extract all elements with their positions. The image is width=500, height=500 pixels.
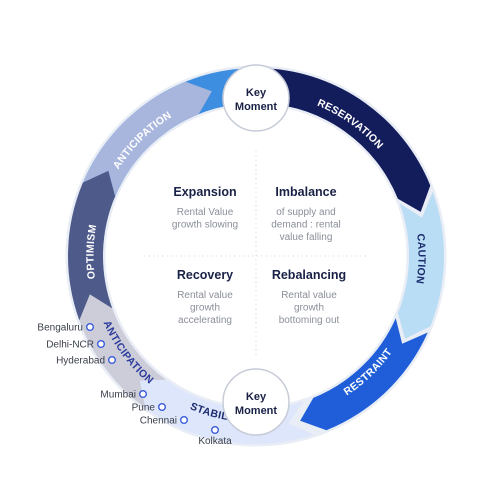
quadrant-description-line: growth slowing <box>172 220 238 231</box>
segment-label: OPTIMISM <box>84 223 99 279</box>
city-name: Mumbai <box>100 390 136 401</box>
key-moment-line2: Moment <box>235 405 278 417</box>
quadrant-description-line: Rental value <box>177 290 233 301</box>
quadrant-title: Expansion <box>173 185 236 199</box>
city-name: Pune <box>132 403 156 414</box>
segment-label: CAUTION <box>413 233 427 285</box>
segment-shape <box>397 191 444 339</box>
city-name: Kolkata <box>198 436 232 447</box>
segment-shape <box>264 68 431 212</box>
city-item-pune: Pune <box>132 403 166 414</box>
segment-shape <box>82 81 212 197</box>
quadrant-title: Imbalance <box>275 185 336 199</box>
city-item-hyderabad: Hyderabad <box>56 356 116 367</box>
city-item-mumbai: Mumbai <box>100 390 147 401</box>
quadrant-description-line: of supply and <box>276 207 336 218</box>
segment-optimism-6: OPTIMISM <box>68 170 116 321</box>
key-moment-line2: Moment <box>235 101 278 113</box>
city-marker-icon <box>210 426 219 435</box>
key-moment-circle <box>222 368 290 436</box>
segment-shape <box>79 294 167 409</box>
quadrant-description-line: growth <box>190 303 220 314</box>
city-marker-icon <box>85 323 94 332</box>
city-name: Delhi-NCR <box>46 340 94 351</box>
quadrant-dividers <box>144 151 368 356</box>
city-marker-icon <box>179 416 188 425</box>
city-item-chennai: Chennai <box>140 416 188 427</box>
quadrant-imbalance: Imbalance of supply and demand : rentalval… <box>271 185 341 243</box>
key-moment-line1: Key <box>246 391 267 403</box>
city-item-kolkata: Kolkata <box>198 426 232 447</box>
segment-shape <box>68 170 116 321</box>
segment-shape <box>300 318 428 431</box>
quadrant-description-line: Rental Value <box>177 207 234 218</box>
city-item-delhi-ncr: Delhi-NCR <box>46 340 105 351</box>
city-marker-icon <box>138 390 147 399</box>
quadrant-description-line: bottoming out <box>279 315 340 326</box>
ring-segments: SATURATIONRESERVATIONCAUTIONRESTRAINTSTA… <box>68 68 444 445</box>
key-moment-circle <box>222 64 290 132</box>
city-name: Bengaluru <box>37 323 83 334</box>
city-item-bengaluru: Bengaluru <box>37 323 94 334</box>
city-name: Chennai <box>140 416 177 427</box>
quadrant-description-line: accelerating <box>178 315 232 326</box>
quadrant-description-line: Rental value <box>281 290 337 301</box>
segment-caution-2: CAUTION <box>397 191 444 339</box>
quadrant-description-line: value falling <box>280 232 333 243</box>
city-name: Hyderabad <box>56 356 105 367</box>
quadrant-title: Rebalancing <box>272 268 346 282</box>
city-marker-icon <box>107 356 116 365</box>
city-marker-icon <box>96 340 105 349</box>
key-moment-line1: Key <box>246 87 267 99</box>
city-marker-icon <box>157 403 166 412</box>
quadrant-description-line: demand : rental <box>271 220 341 231</box>
quadrant-title: Recovery <box>177 268 233 282</box>
quadrant-description-line: growth <box>294 303 324 314</box>
